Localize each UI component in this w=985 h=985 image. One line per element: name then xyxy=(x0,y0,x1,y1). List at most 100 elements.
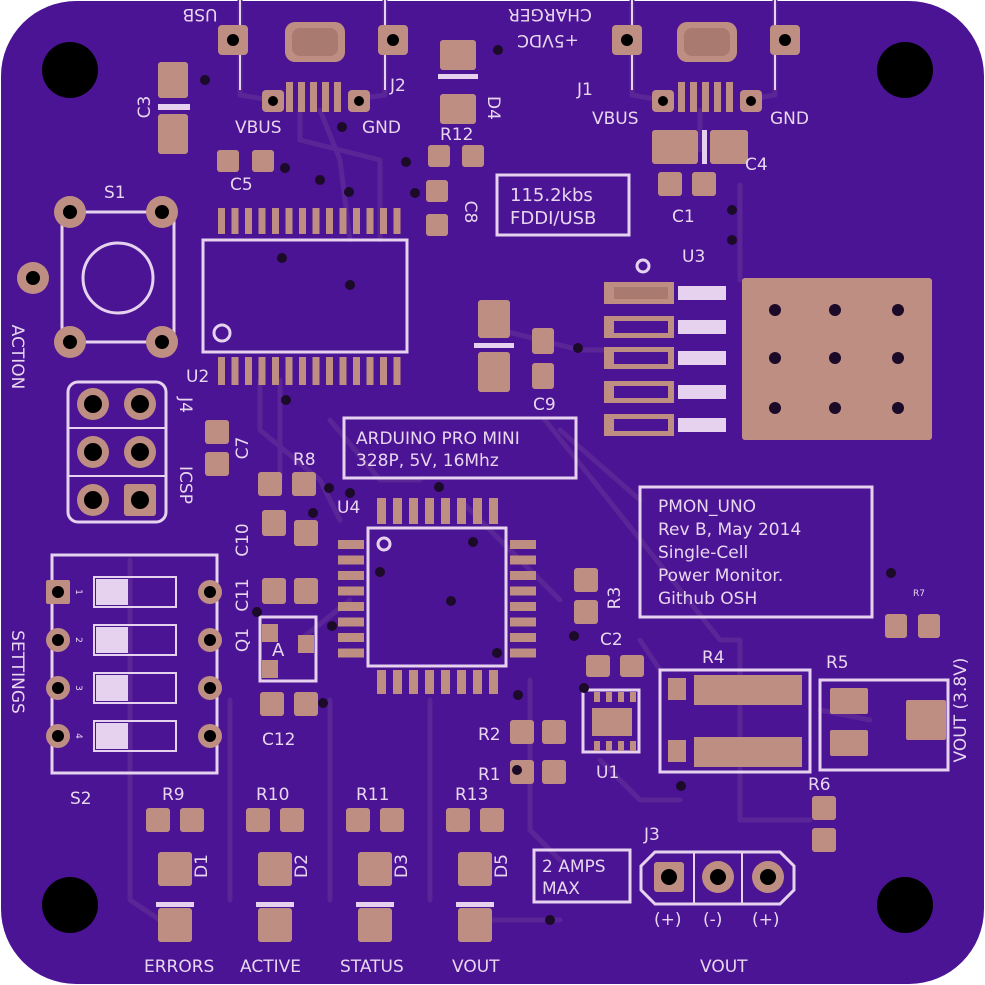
r7-pad-2 xyxy=(918,614,940,638)
u2-pin xyxy=(380,208,387,234)
dip-pin-right-hole xyxy=(204,634,216,646)
r4-label: R4 xyxy=(702,648,725,668)
action-switch-s1[interactable] xyxy=(17,196,178,358)
u4-pin xyxy=(338,571,364,580)
r1-label: R1 xyxy=(478,765,501,785)
c7-pad-1 xyxy=(205,420,229,444)
c1-label: C1 xyxy=(672,207,695,227)
settings-label: SETTINGS xyxy=(7,630,27,714)
output-connector-j3[interactable] xyxy=(639,850,796,906)
mounting-hole-top-right xyxy=(877,42,933,98)
c4-label: C4 xyxy=(745,155,768,175)
u2-pin xyxy=(312,208,320,234)
c5-pad-2 xyxy=(252,150,274,172)
c10-pad-2 xyxy=(294,520,318,546)
c11-pad-2 xyxy=(294,578,318,604)
r8-pad-1 xyxy=(258,472,282,496)
pmon-line-2: Rev B, May 2014 xyxy=(658,520,801,540)
r9-pad-1 xyxy=(146,808,170,832)
vbus-left-label: VBUS xyxy=(235,118,282,138)
r11-pad-2 xyxy=(380,808,404,832)
r11-label: R11 xyxy=(356,785,389,805)
arduino-info-box xyxy=(342,416,578,480)
c7-pad-2 xyxy=(205,452,229,476)
s1-label: S1 xyxy=(104,183,126,203)
d5-label: D5 xyxy=(492,854,512,878)
u2-pin xyxy=(245,357,252,385)
u2-label: U2 xyxy=(186,367,209,387)
u2-pin xyxy=(218,208,225,234)
dip-switch-3[interactable]: 3 xyxy=(46,672,222,704)
u4-pin xyxy=(338,648,364,658)
r12-label: R12 xyxy=(440,125,473,145)
diode-d4 xyxy=(438,40,478,124)
led-d1 xyxy=(156,852,194,942)
dip-slot xyxy=(93,720,177,752)
u2-pin xyxy=(231,357,239,385)
u4-pin xyxy=(510,617,536,627)
charger-connector-j1 xyxy=(612,0,800,112)
r7-label: R7 xyxy=(913,589,925,599)
icsp-header-j4[interactable] xyxy=(66,380,168,524)
dip-actuator[interactable] xyxy=(96,675,128,701)
dip-actuator[interactable] xyxy=(96,627,128,653)
u4-pin xyxy=(510,540,536,549)
u2-pin xyxy=(285,357,293,385)
dip-pin-left-hole xyxy=(52,682,64,694)
pmon-line-1: PMON_UNO xyxy=(658,497,756,517)
u4-pin xyxy=(425,498,434,524)
arduino-line-1: ARDUINO PRO MINI xyxy=(356,429,520,449)
dip-switch-2[interactable]: 2 xyxy=(46,624,222,656)
vout-3v8-label: VOUT (3.8V) xyxy=(951,658,971,763)
u4-pin xyxy=(510,602,536,611)
u2-pin xyxy=(380,357,387,385)
c8-pad-1 xyxy=(426,180,448,202)
j4-label: J4 xyxy=(175,396,195,413)
u4-pin xyxy=(457,670,466,694)
gnd-left-label: GND xyxy=(362,118,401,138)
u4-pin xyxy=(473,670,482,694)
u4-pin xyxy=(441,498,450,524)
mounting-hole-bottom-left xyxy=(42,877,98,933)
u4-pin xyxy=(409,670,418,694)
q1-marking: A xyxy=(272,640,285,661)
led-d2 xyxy=(256,852,294,942)
dip-actuator[interactable] xyxy=(96,723,128,749)
arduino-line-2: 328P, 5V, 16Mhz xyxy=(356,451,499,471)
u3-thermal-vias xyxy=(769,304,904,414)
c11-pad-1 xyxy=(262,578,286,604)
dip-switch-1[interactable]: 1 xyxy=(46,576,222,608)
r12-pad-2 xyxy=(462,145,484,167)
u2-pin xyxy=(312,357,320,385)
settings-dip-switch-s2[interactable] xyxy=(50,553,219,775)
u2-pin xyxy=(326,357,333,385)
vias xyxy=(200,45,896,925)
r11-pad-1 xyxy=(346,808,370,832)
u2-pin xyxy=(326,208,333,234)
j1-label: J1 xyxy=(576,80,593,100)
dip-slot xyxy=(93,672,177,704)
dip-switch-4[interactable]: 4 xyxy=(46,720,222,752)
amps-info-box xyxy=(532,848,632,904)
u4-pin xyxy=(338,540,364,549)
u2-pin xyxy=(366,208,374,234)
led-d5 xyxy=(456,852,494,942)
r2-label: R2 xyxy=(478,725,501,745)
c2-pad-1 xyxy=(586,655,610,677)
u4-pin xyxy=(510,555,536,565)
j3-pin3-label: (+) xyxy=(752,910,780,930)
r9-label: R9 xyxy=(162,785,185,805)
dip-actuator[interactable] xyxy=(96,579,128,605)
c5-label: C5 xyxy=(230,175,253,195)
u4-label: U4 xyxy=(337,498,360,518)
dip-switch-positions[interactable]: 1 2 3 4 xyxy=(46,576,222,752)
u2-pin xyxy=(353,357,360,385)
r13-label: R13 xyxy=(455,785,488,805)
j3-pin2-label: (-) xyxy=(703,910,722,930)
u2-pins xyxy=(218,208,401,385)
amps-line-2: MAX xyxy=(542,879,580,899)
s2-label: S2 xyxy=(70,789,92,809)
u4-pins xyxy=(338,498,536,694)
r10-pad-2 xyxy=(280,808,304,832)
u2-pin xyxy=(353,208,360,234)
